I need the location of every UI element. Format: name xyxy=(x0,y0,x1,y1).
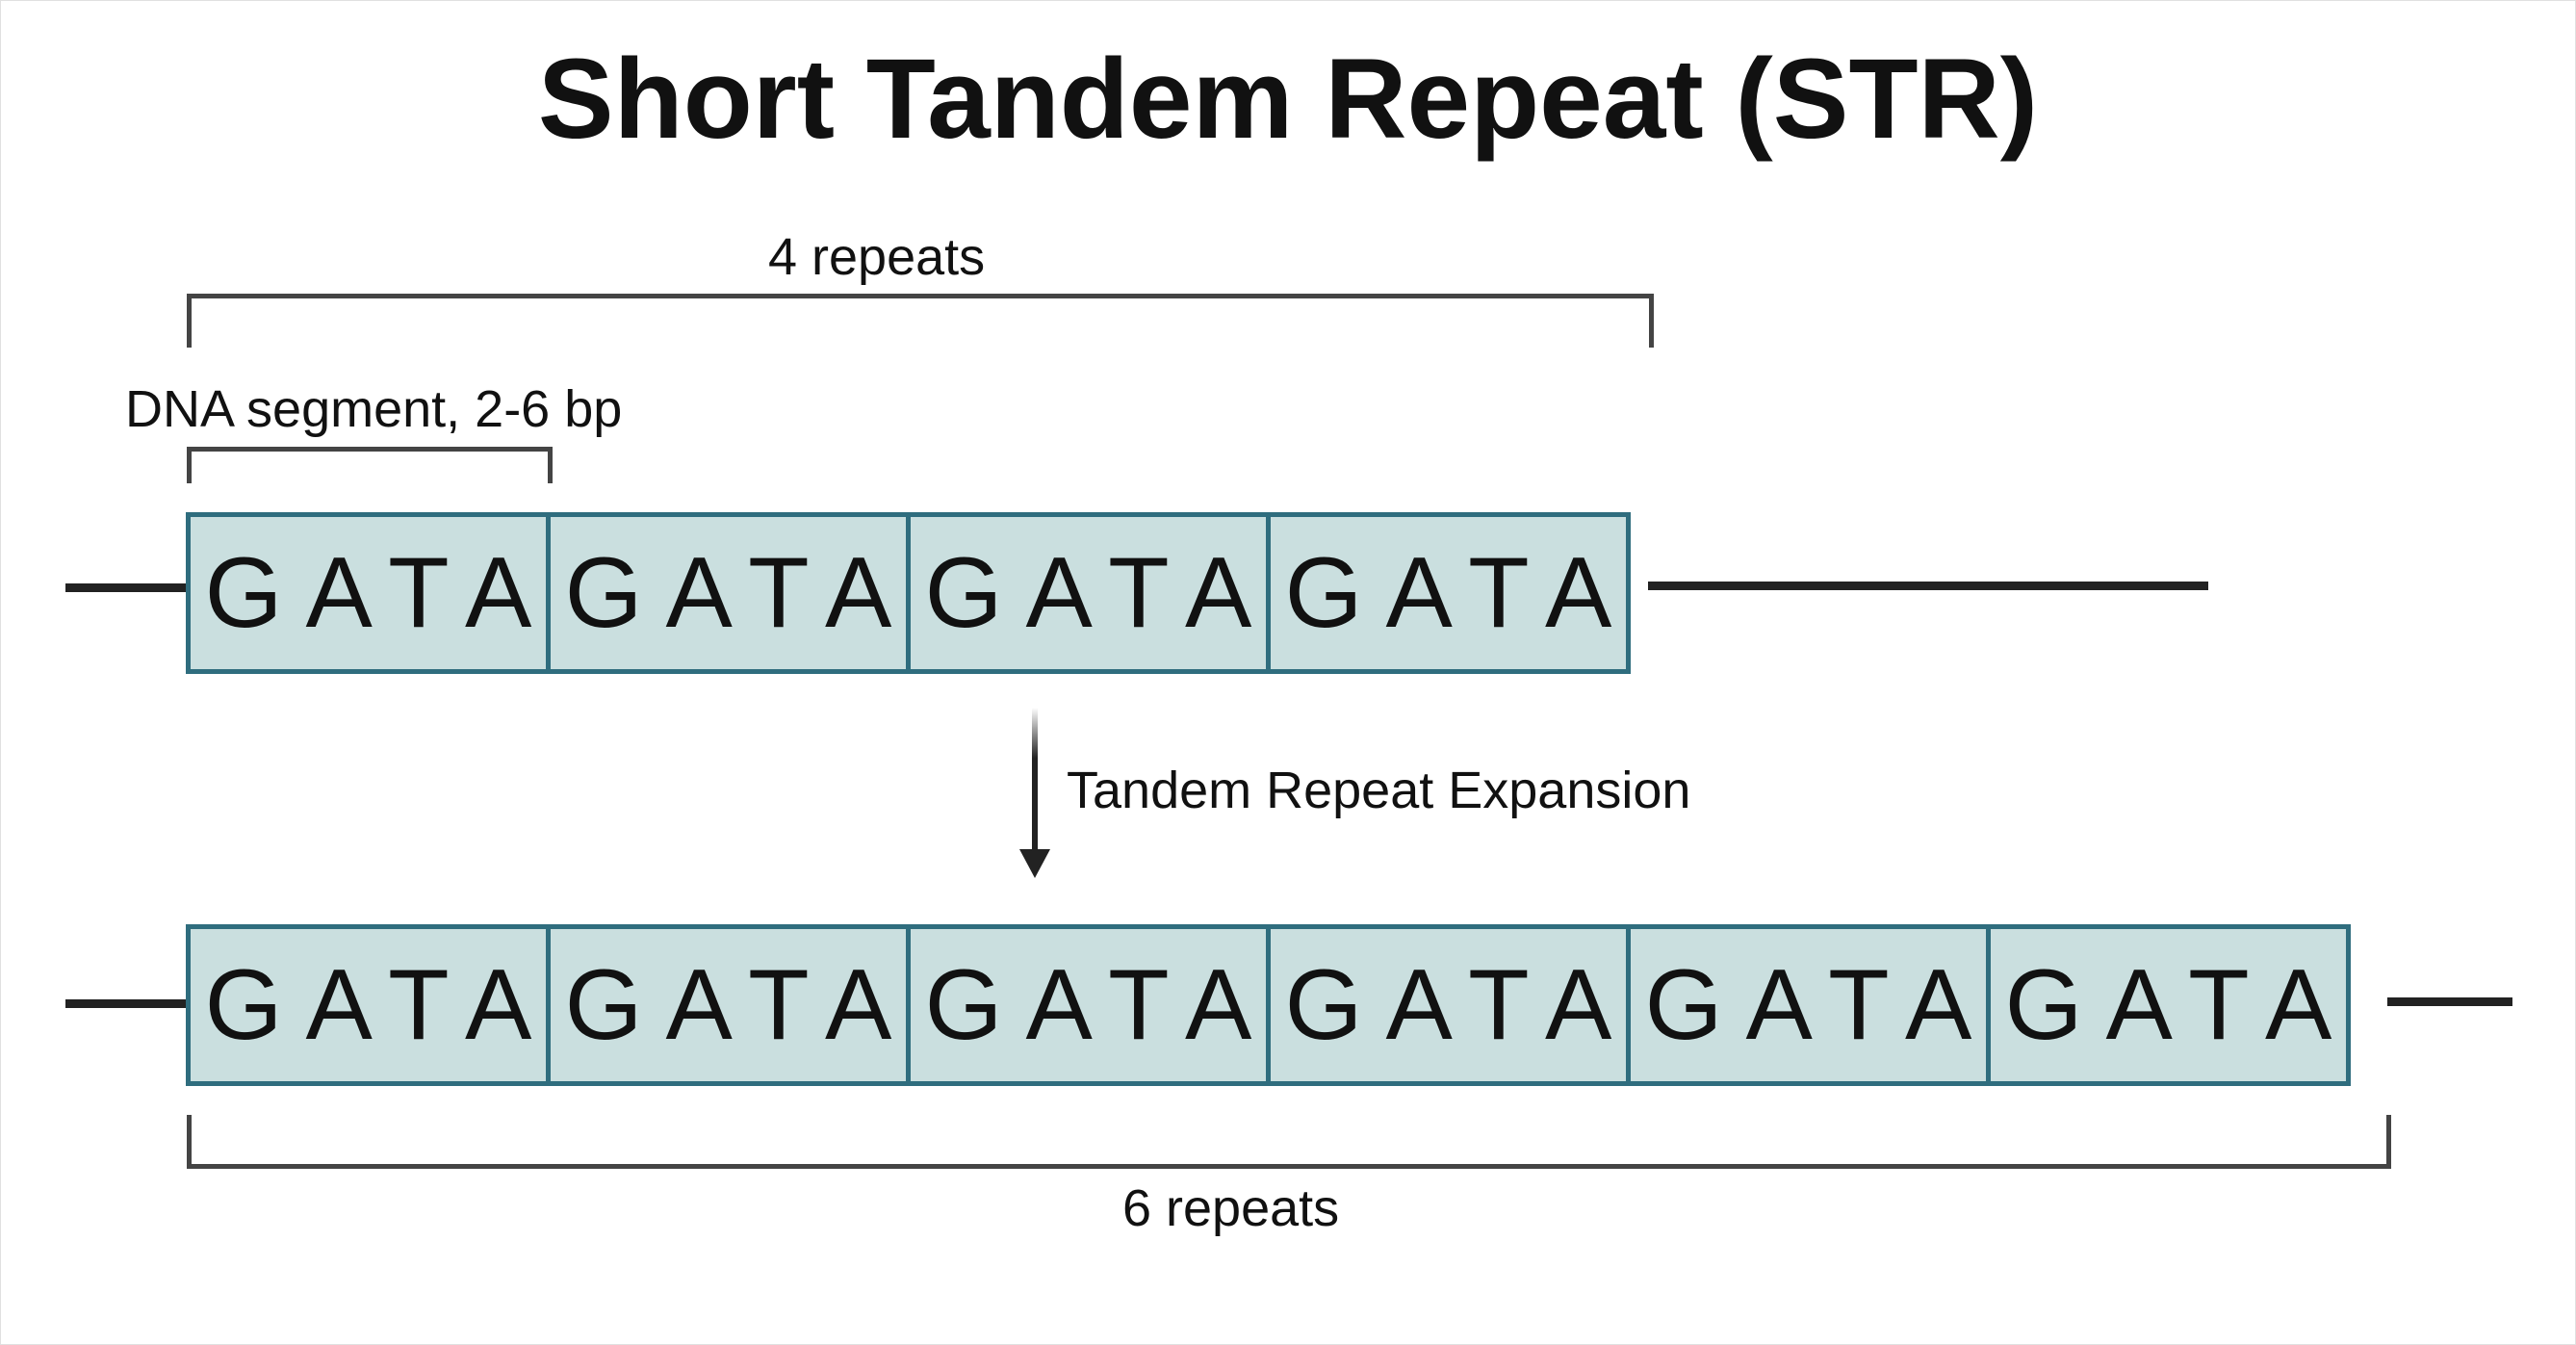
top-repeats-bracket xyxy=(187,294,1654,348)
segment-bracket xyxy=(187,447,553,483)
repeat-unit: GATA xyxy=(906,924,1271,1086)
bottom-dna-line-right xyxy=(2387,997,2512,1006)
repeat-unit: GATA xyxy=(1986,924,2351,1086)
repeat-unit: GATA xyxy=(186,512,551,674)
repeat-unit: GATA xyxy=(546,924,911,1086)
top-strand: GATA GATA GATA GATA xyxy=(186,512,1631,674)
repeat-unit: GATA xyxy=(546,512,911,674)
repeat-unit: GATA xyxy=(1266,924,1631,1086)
repeat-unit-text: GATA xyxy=(1284,949,1636,1061)
bottom-strand: GATA GATA GATA GATA GATA GATA xyxy=(186,924,2351,1086)
repeat-unit-text: GATA xyxy=(1284,537,1636,649)
top-dna-line-right xyxy=(1648,582,2208,590)
repeat-unit: GATA xyxy=(906,512,1271,674)
bottom-dna-line-left xyxy=(65,999,189,1008)
arrow-down-icon xyxy=(1032,708,1038,852)
repeat-unit: GATA xyxy=(1626,924,1991,1086)
top-repeats-label: 4 repeats xyxy=(768,228,986,286)
arrow-head-icon xyxy=(1019,849,1050,878)
repeat-unit: GATA xyxy=(186,924,551,1086)
repeat-unit-text: GATA xyxy=(924,537,1275,649)
repeat-unit-text: GATA xyxy=(564,949,915,1061)
repeat-unit-text: GATA xyxy=(204,537,555,649)
bottom-repeats-bracket xyxy=(187,1115,2391,1169)
repeat-unit-text: GATA xyxy=(924,949,1275,1061)
top-dna-line-left xyxy=(65,583,189,592)
repeat-unit-text: GATA xyxy=(2004,949,2356,1061)
bottom-repeats-label: 6 repeats xyxy=(1122,1179,1340,1237)
expansion-label: Tandem Repeat Expansion xyxy=(1067,762,1691,819)
repeat-unit-text: GATA xyxy=(564,537,915,649)
repeat-unit-text: GATA xyxy=(204,949,555,1061)
page-title: Short Tandem Repeat (STR) xyxy=(537,36,2039,163)
repeat-unit: GATA xyxy=(1266,512,1631,674)
repeat-unit-text: GATA xyxy=(1644,949,1996,1061)
segment-label: DNA segment, 2-6 bp xyxy=(125,380,623,438)
